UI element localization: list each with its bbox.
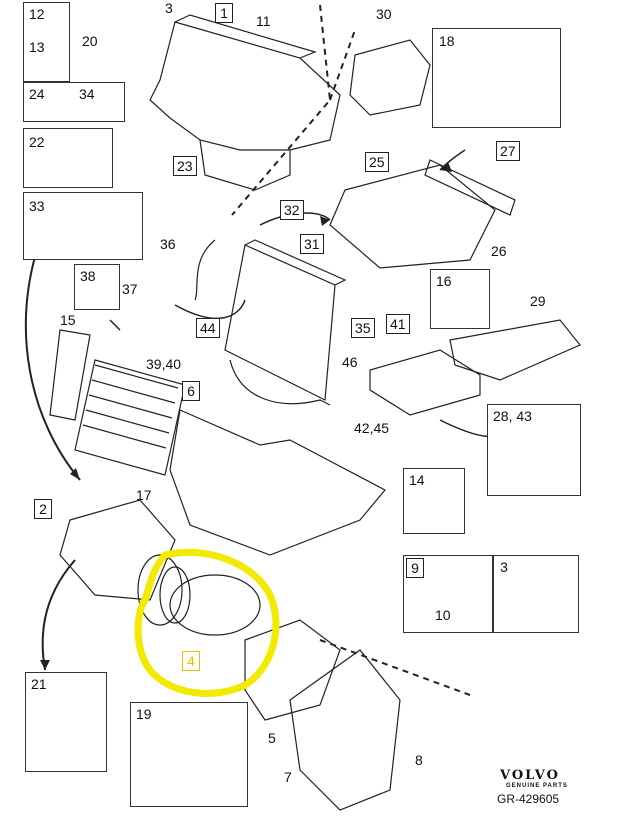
label-3-top: 3 <box>165 0 173 16</box>
label-10: 10 <box>435 607 451 623</box>
label-44: 44 <box>196 318 220 338</box>
label-13: 13 <box>26 38 48 56</box>
label-31: 31 <box>300 234 324 254</box>
label-25: 25 <box>365 152 389 172</box>
volvo-logo-text: VOLVO <box>500 768 560 783</box>
duct-piece <box>244 619 341 721</box>
label-42-45: 42,45 <box>354 420 390 436</box>
label-4-highlighted: 4 <box>182 651 200 671</box>
label-5: 5 <box>268 730 276 746</box>
label-39-40: 39,40 <box>146 356 182 372</box>
label-11: 11 <box>256 13 271 29</box>
label-1: 1 <box>215 3 233 23</box>
label-35: 35 <box>351 318 375 338</box>
label-7: 7 <box>284 769 292 785</box>
label-12: 12 <box>26 5 48 23</box>
reference-code: GR-429605 <box>497 792 560 806</box>
label-18: 18 <box>436 32 458 50</box>
label-28-43: 28, 43 <box>490 407 535 425</box>
label-21: 21 <box>28 675 50 693</box>
label-38: 38 <box>77 267 99 285</box>
label-26: 26 <box>491 243 507 259</box>
blower-motor <box>169 574 261 636</box>
label-46: 46 <box>342 354 358 370</box>
label-14: 14 <box>406 471 428 489</box>
main-housing <box>169 409 386 556</box>
evaporator-case <box>329 164 496 269</box>
label-6: 6 <box>182 381 200 401</box>
label-15: 15 <box>60 312 76 328</box>
blower-housing-left <box>59 499 176 601</box>
label-17: 17 <box>136 487 152 503</box>
label-41: 41 <box>386 314 410 334</box>
label-8: 8 <box>415 752 423 768</box>
label-30: 30 <box>376 6 392 22</box>
label-33: 33 <box>26 197 48 215</box>
label-23: 23 <box>173 156 197 176</box>
label-22: 22 <box>26 133 48 151</box>
cabin-filter <box>74 359 186 476</box>
highlight-outline <box>134 548 280 697</box>
label-29: 29 <box>530 293 546 309</box>
label-24: 24 <box>26 85 48 103</box>
label-36: 36 <box>160 236 176 252</box>
label-20: 20 <box>82 33 98 49</box>
label-34: 34 <box>76 85 98 103</box>
label-3-panel: 3 <box>496 558 512 576</box>
label-32: 32 <box>280 200 304 220</box>
label-27: 27 <box>496 141 520 161</box>
label-9: 9 <box>406 558 424 578</box>
label-37: 37 <box>122 281 138 297</box>
label-19: 19 <box>133 705 155 723</box>
housing-top-part <box>149 21 341 151</box>
label-16: 16 <box>433 272 455 290</box>
genuine-parts-text: GENUINE PARTS <box>506 783 568 789</box>
label-2: 2 <box>34 499 52 519</box>
